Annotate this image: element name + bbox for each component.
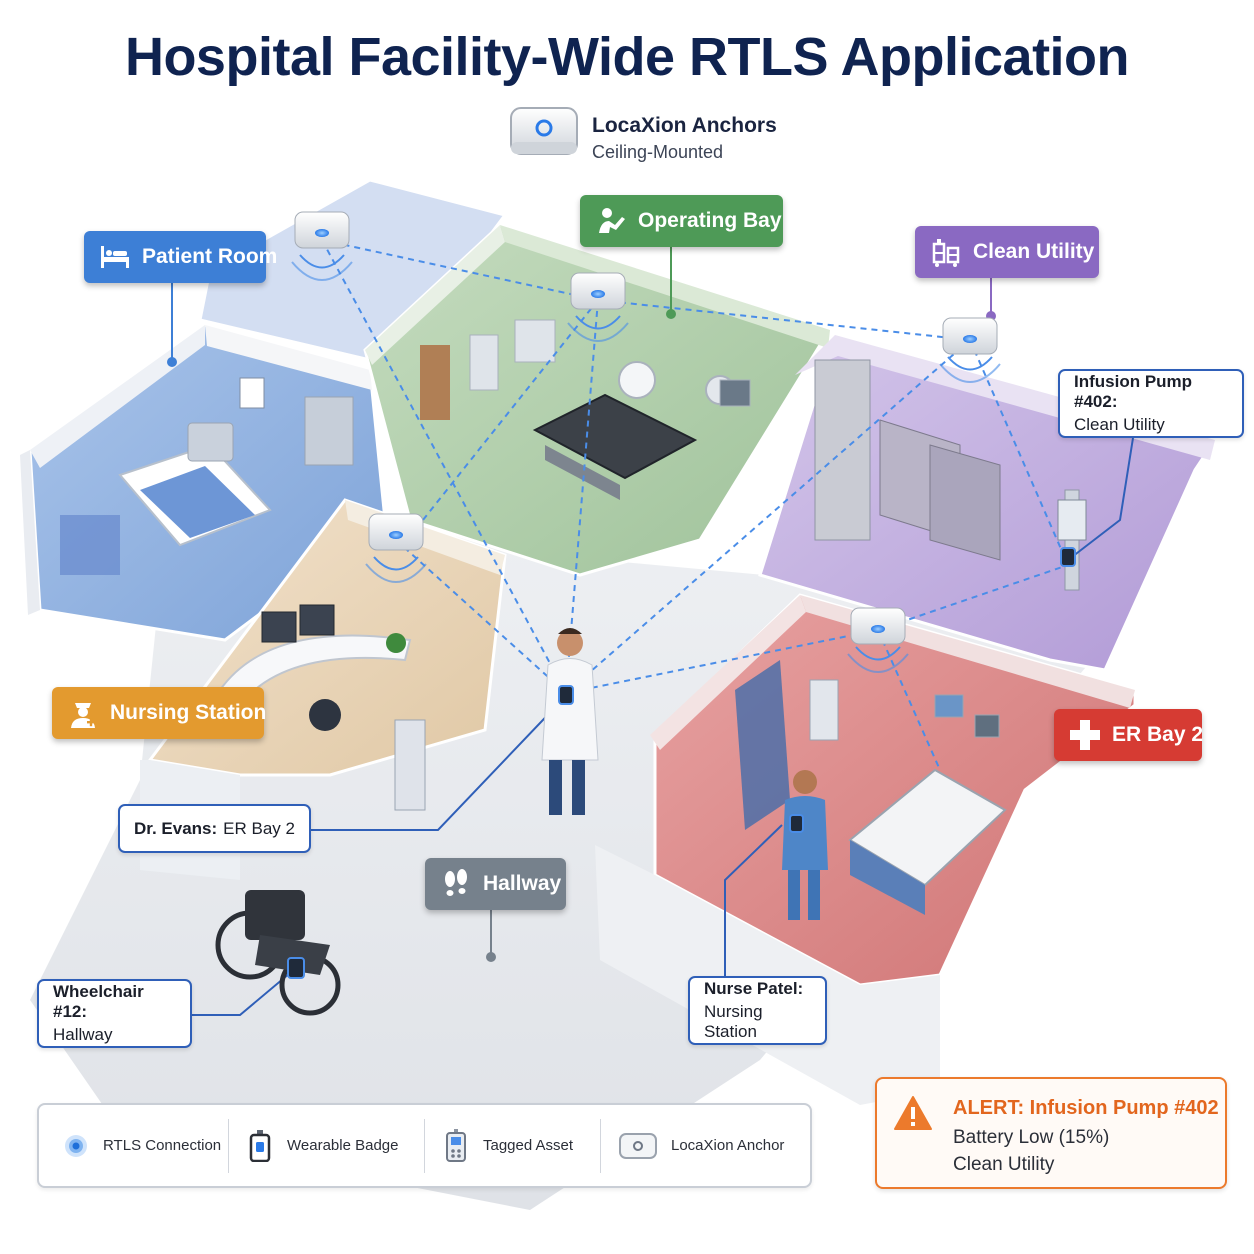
anchor-legend-subtitle: Ceiling-Mounted: [592, 142, 724, 162]
alert-detail: Battery Low (15%): [953, 1127, 1110, 1148]
callout-dr-evans[interactable]: Dr. Evans: ER Bay 2: [118, 804, 311, 853]
legend-label: Tagged Asset: [483, 1137, 574, 1154]
anchor-icon: [617, 1129, 659, 1163]
footprints-icon: [439, 867, 473, 901]
callout-leaders: [192, 437, 1134, 1016]
tracked-name: Wheelchair #12:: [53, 982, 144, 1021]
zone-label-text: ER Bay 2: [1112, 723, 1204, 746]
bed-icon: [98, 240, 132, 274]
tracked-name: Infusion Pump #402:: [1074, 372, 1193, 411]
nurse-icon: [66, 696, 100, 730]
legend-label: RTLS Connection: [103, 1137, 222, 1154]
legend-item-rtls-connection: RTLS Connection: [39, 1118, 229, 1173]
anchor-nursing-station: [365, 513, 427, 583]
anchor-device-icon: [510, 107, 578, 155]
tracked-name: Dr. Evans:: [134, 818, 218, 838]
zone-label-text: Hallway: [483, 872, 562, 895]
tracked-location: Nursing Station: [704, 1002, 763, 1041]
callout-infusion-pump[interactable]: Infusion Pump #402: Clean Utility: [1058, 369, 1244, 438]
zone-leaders: [167, 247, 996, 962]
zone-label-hallway[interactable]: Hallway: [425, 858, 566, 910]
asset-tag-icon: [441, 1128, 471, 1163]
legend-label: Wearable Badge: [287, 1137, 399, 1154]
supply-cart-icon: [929, 235, 963, 269]
alert-location: Clean Utility: [953, 1154, 1055, 1175]
legend-label: LocaXion Anchor: [671, 1137, 785, 1154]
anchor-legend-header: LocaXion Anchors Ceiling-Mounted: [508, 104, 808, 162]
zone-label-er-bay[interactable]: ER Bay 2: [1054, 709, 1204, 761]
tracked-name: Nurse Patel:: [704, 979, 804, 998]
alert-panel[interactable]: ALERT: Infusion Pump #402 Battery Low (1…: [875, 1077, 1227, 1189]
legend-bar: RTLS Connection Wearable Badge Tagged As…: [37, 1103, 812, 1188]
medical-cross-icon: [1068, 718, 1102, 752]
anchor-patient-room: [291, 211, 353, 281]
callout-nurse-patel[interactable]: Nurse Patel: Nursing Station: [688, 976, 827, 1045]
zone-label-text: Patient Room: [142, 245, 278, 268]
legend-item-wearable-badge: Wearable Badge: [229, 1118, 425, 1173]
tracked-location: Hallway: [53, 1025, 113, 1044]
zone-label-clean-utility[interactable]: Clean Utility: [915, 226, 1099, 278]
wheelchair: [215, 890, 341, 1016]
anchor-clean-utility: [939, 317, 1001, 383]
zone-label-text: Nursing Station: [110, 701, 267, 724]
legend-item-locaxion-anchor: LocaXion Anchor: [601, 1119, 806, 1173]
callout-wheelchair[interactable]: Wheelchair #12: Hallway: [37, 979, 192, 1048]
page-title: Hospital Facility-Wide RTLS Application: [124, 27, 1130, 87]
tracked-location: ER Bay 2: [223, 818, 295, 838]
zone-label-nursing-station[interactable]: Nursing Station: [52, 687, 267, 739]
legend-item-tagged-asset: Tagged Asset: [425, 1118, 601, 1173]
patient-room-area: [20, 178, 508, 642]
zone-label-text: Operating Bay: [638, 209, 782, 232]
badge-icon: [245, 1129, 275, 1163]
doctor-figure: [541, 628, 599, 815]
zone-label-operating-bay[interactable]: Operating Bay: [580, 195, 783, 247]
nurse-figure: [782, 770, 828, 920]
surgeon-icon: [594, 204, 628, 238]
anchor-operating-bay: [567, 272, 629, 342]
warning-icon: [894, 1096, 932, 1130]
tracked-location: Clean Utility: [1074, 415, 1165, 434]
zone-label-text: Clean Utility: [973, 240, 1095, 263]
alert-title: ALERT: Infusion Pump #402: [953, 1097, 1219, 1119]
anchor-legend-title: LocaXion Anchors: [592, 114, 777, 137]
rtls-signal-icon: [61, 1129, 91, 1163]
zone-label-patient-room[interactable]: Patient Room: [84, 231, 277, 283]
anchor-er-bay: [847, 607, 909, 673]
infusion-pump-tag: [1060, 547, 1076, 567]
operating-bay-area: [363, 223, 833, 577]
